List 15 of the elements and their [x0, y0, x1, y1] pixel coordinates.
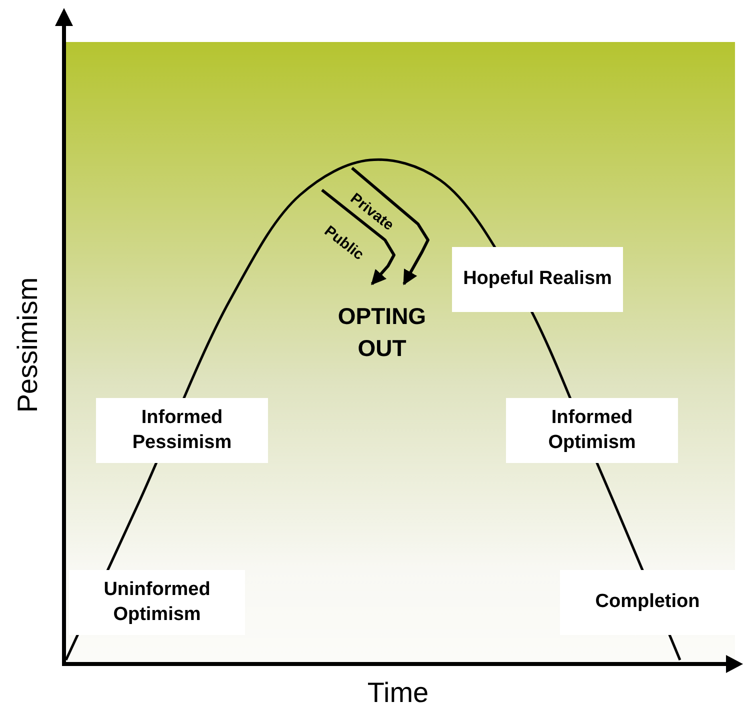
- stage-label: Uninformed Optimism: [102, 578, 212, 626]
- stage-box: [560, 570, 735, 635]
- stage-label: Hopeful Realism: [463, 267, 612, 292]
- stage-box: [452, 247, 623, 312]
- stage-label: Informed Pessimism: [131, 406, 233, 454]
- stage-box: [506, 398, 678, 463]
- stage-label: Informed Optimism: [547, 406, 637, 454]
- axis-title: Pessimism: [12, 277, 44, 413]
- stage-box: [96, 398, 268, 463]
- stage-box: [69, 570, 245, 635]
- arrow: [351, 166, 430, 286]
- axis-title: Time: [367, 677, 429, 709]
- arrow: [321, 188, 396, 286]
- stage-label: Completion: [595, 590, 700, 614]
- stage-label: OPTING OUT: [336, 302, 428, 363]
